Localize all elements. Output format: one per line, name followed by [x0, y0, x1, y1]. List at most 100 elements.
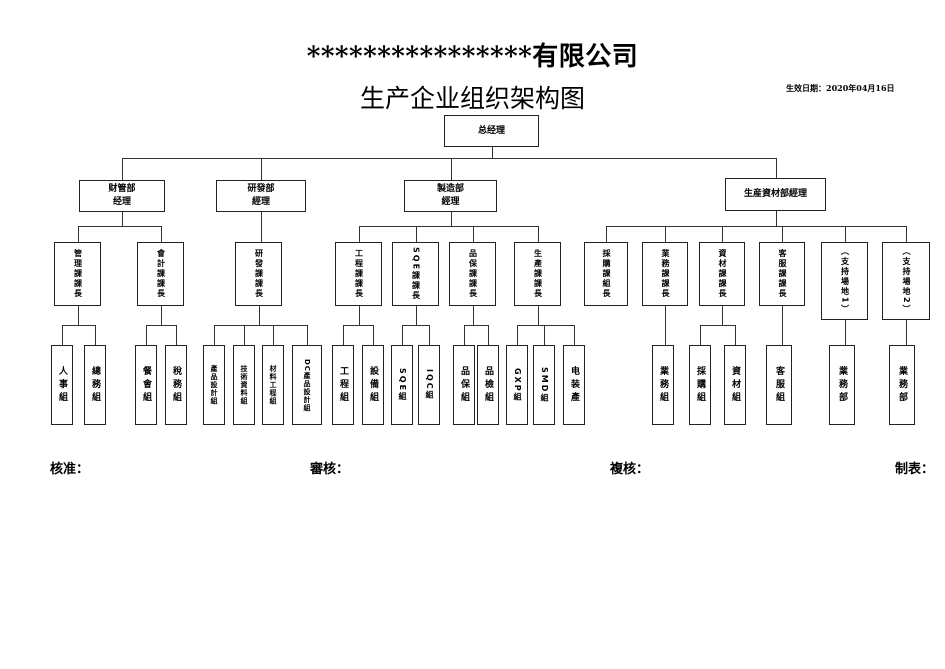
group-box: 業務組 [652, 345, 674, 425]
connector-line [122, 212, 123, 226]
connector-line [782, 226, 783, 242]
connector-line [450, 212, 452, 226]
group-box: 設備組 [362, 345, 384, 425]
signature-prepared: 制表： [895, 462, 935, 477]
section-box: 會計課課長 [137, 242, 184, 306]
group-box: 技術資料組 [233, 345, 255, 425]
connector-line [373, 325, 374, 345]
connector-line [160, 226, 162, 242]
connector-line [450, 158, 452, 180]
connector-line [735, 325, 736, 345]
group-box: 品檢組 [477, 345, 499, 425]
connector-line [464, 325, 488, 326]
group-box: 總務組 [84, 345, 106, 425]
connector-line [517, 325, 574, 326]
connector-line [544, 325, 545, 345]
connector-line [261, 212, 262, 242]
connector-line [491, 147, 493, 158]
connector-line [258, 306, 260, 325]
connector-line [343, 325, 344, 345]
company-title: ****************有限公司 [306, 42, 639, 72]
connector-line [415, 306, 417, 325]
connector-line [488, 325, 489, 345]
connector-line [273, 325, 274, 345]
department-box: 製造部 經理 [404, 180, 497, 212]
signature-recheck: 複核： [610, 462, 650, 477]
group-box: DC產品設計組 [292, 345, 322, 425]
section-box: 品保課課長 [449, 242, 496, 306]
signature-review: 審核： [310, 462, 350, 477]
connector-line [537, 226, 539, 242]
group-box: 人事組 [51, 345, 73, 425]
chart-title: 生产企业组织架构图 [359, 84, 585, 113]
connector-line [472, 306, 474, 325]
section-box: SQE課課長 [392, 242, 439, 306]
connector-line [146, 325, 176, 326]
connector-line [244, 325, 245, 345]
connector-line [402, 325, 429, 326]
connector-line [429, 325, 430, 345]
signature-approve: 核准： [50, 462, 90, 477]
group-box: SMD組 [533, 345, 555, 425]
connector-line [606, 226, 906, 227]
group-box: 餐會組 [135, 345, 157, 425]
connector-line [464, 325, 465, 345]
connector-line [122, 158, 123, 180]
group-box: 採購組 [689, 345, 711, 425]
connector-line [722, 306, 723, 325]
section-box: 管理課課長 [54, 242, 101, 306]
connector-line [700, 325, 701, 345]
section-box: 資材課課長 [699, 242, 745, 306]
connector-line [77, 226, 161, 227]
connector-line [782, 306, 783, 345]
connector-line [146, 325, 147, 345]
group-box: 电装產 [563, 345, 585, 425]
connector-line [343, 325, 373, 326]
section-box: 業務課課長 [642, 242, 688, 306]
section-box: （支持場地2） [882, 242, 930, 320]
connector-line [844, 226, 846, 242]
connector-line [214, 325, 215, 345]
connector-line [122, 158, 776, 159]
section-box: 研發課課長 [235, 242, 282, 306]
connector-line [574, 325, 575, 345]
section-box: （支持場地1） [821, 242, 868, 320]
department-box: 生産資材部經理 [725, 178, 826, 211]
connector-line [95, 325, 96, 345]
group-box: 材料工程組 [262, 345, 284, 425]
group-box: IQC組 [418, 345, 440, 425]
group-box: GXP組 [506, 345, 528, 425]
section-box: 客服課課長 [759, 242, 805, 306]
section-box: 採購課組長 [584, 242, 628, 306]
connector-line [844, 320, 846, 345]
section-box: 工程課課長 [335, 242, 382, 306]
connector-line [775, 211, 777, 226]
group-box: 業務部 [829, 345, 855, 425]
connector-line [62, 325, 63, 345]
connector-line [307, 325, 308, 345]
connector-line [402, 325, 403, 345]
connector-line [214, 325, 307, 326]
connector-line [700, 325, 735, 326]
connector-line [665, 226, 666, 242]
connector-line [358, 306, 360, 325]
connector-line [358, 226, 360, 242]
connector-line [517, 325, 518, 345]
connector-line [537, 306, 539, 325]
connector-line [176, 325, 177, 345]
connector-line [77, 306, 79, 325]
connector-line [358, 226, 538, 227]
connector-line [472, 226, 474, 242]
group-box: 業務部 [889, 345, 915, 425]
group-box: 品保組 [453, 345, 475, 425]
connector-line [415, 226, 417, 242]
connector-line [261, 158, 262, 180]
group-box: 工程組 [332, 345, 354, 425]
connector-line [62, 325, 95, 326]
department-box: 财管部 经理 [79, 180, 165, 212]
connector-line [160, 306, 162, 325]
group-box: 客服組 [766, 345, 792, 425]
department-box: 研發部 經理 [216, 180, 306, 212]
org-root-general-manager: 总经理 [444, 115, 539, 147]
group-box: 資材組 [724, 345, 746, 425]
